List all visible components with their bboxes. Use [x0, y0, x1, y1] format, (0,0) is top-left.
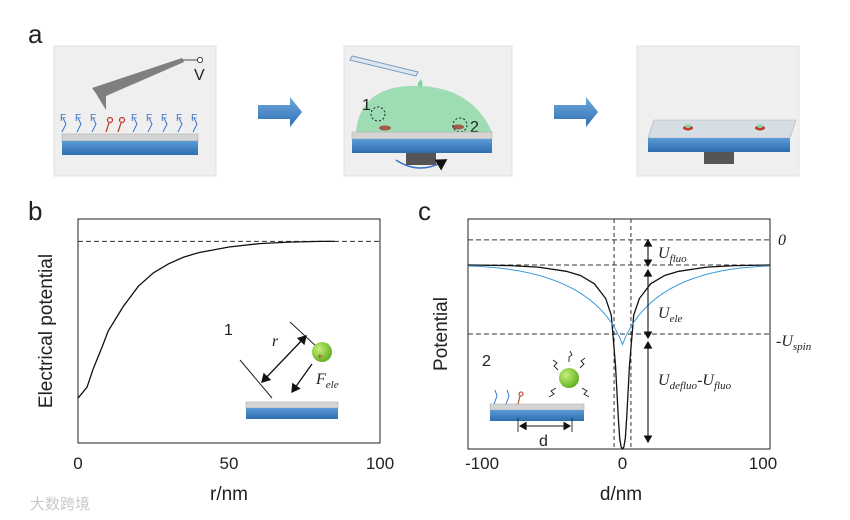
plot-b-layer: 0 50 100: [73, 240, 394, 473]
inset-d-label: d: [539, 433, 548, 450]
svg-text:F: F: [191, 113, 197, 124]
voltage-label: V: [194, 67, 205, 84]
afm-cantilever: [92, 58, 184, 110]
panel-a-letter: a: [28, 19, 43, 49]
plot-c-xtick-2: 100: [749, 454, 777, 473]
inset-2-substrate: [490, 410, 584, 421]
plot-b-xtick-2: 100: [366, 454, 394, 473]
label-uspin: -Uspin: [776, 333, 812, 353]
inset-1-substrate: [246, 408, 338, 419]
plot-c-curve: [467, 264, 771, 451]
panel-c-letter: c: [418, 196, 431, 226]
substrate-3: [648, 138, 790, 152]
plot-c-xtick-0: -100: [465, 454, 499, 473]
green-particle-1: [312, 342, 332, 362]
svg-text:F: F: [90, 113, 96, 124]
inset-1-number: 1: [224, 322, 233, 339]
svg-text:F: F: [60, 113, 66, 124]
inset-2-number: 2: [482, 353, 491, 370]
distance-r-arrow: [261, 335, 307, 383]
defluorinated-site: [105, 116, 126, 133]
plot-b-frame: [77, 218, 381, 444]
spin-chuck-2: [406, 153, 436, 165]
label-ufluo: Ufluo: [658, 245, 687, 265]
panel-a-step3: [636, 45, 800, 177]
plot-c-layer: -100 0 100: [465, 219, 777, 473]
fluorinated-chains: [61, 117, 198, 133]
substrate-2: [352, 139, 492, 153]
plot-b-ylabel: Electrical potential: [36, 254, 57, 408]
svg-text:F: F: [161, 113, 167, 124]
spin-chuck-3: [704, 152, 734, 164]
green-particle-2: [559, 368, 579, 388]
inset-1: 1 r + Fele: [224, 321, 339, 419]
svg-text:F: F: [176, 113, 182, 124]
svg-text:+: +: [317, 352, 323, 363]
plot-b-curve: [77, 240, 335, 399]
particle-ligands: [548, 350, 590, 398]
inset-r-label: r: [272, 333, 279, 350]
label-udefluo: Udefluo-Ufluo: [658, 372, 732, 392]
plot-c-xlabel: d/nm: [600, 484, 642, 505]
inset-force-label: Fele: [315, 371, 339, 391]
plot-c-xtick-1: 0: [618, 454, 627, 473]
spin-arrow: [395, 159, 448, 171]
svg-text:F: F: [75, 113, 81, 124]
pipette: [349, 55, 419, 77]
plot-b-xlabel: r/nm: [210, 484, 248, 505]
substrate-1: [62, 141, 198, 155]
watermark: 大数跨境: [30, 495, 90, 513]
plot-c-ylabel: Potential: [431, 297, 452, 371]
plot-b-xtick-0: 0: [73, 454, 82, 473]
panel-a-step1: V F F F F F F F F: [53, 45, 217, 177]
inset-2: 2 d: [482, 350, 590, 450]
chain-labels: F F F F F F F F: [60, 113, 197, 124]
marker-1: 1: [362, 97, 371, 114]
marker-2: 2: [470, 119, 479, 136]
plot-c-modified-curve: [467, 265, 771, 346]
svg-text:F: F: [146, 113, 152, 124]
process-arrow-1: [258, 97, 302, 127]
plot-b-xtick-1: 50: [220, 454, 239, 473]
svg-text:F: F: [131, 113, 137, 124]
process-arrow-2: [554, 97, 598, 127]
label-uele: Uele: [658, 305, 683, 325]
panel-b-letter: b: [28, 196, 42, 226]
force-arrow: [291, 363, 313, 394]
panel-a-step2: 1 2: [343, 45, 513, 177]
label-zero: 0: [778, 232, 786, 249]
green-droplet: [356, 85, 492, 132]
